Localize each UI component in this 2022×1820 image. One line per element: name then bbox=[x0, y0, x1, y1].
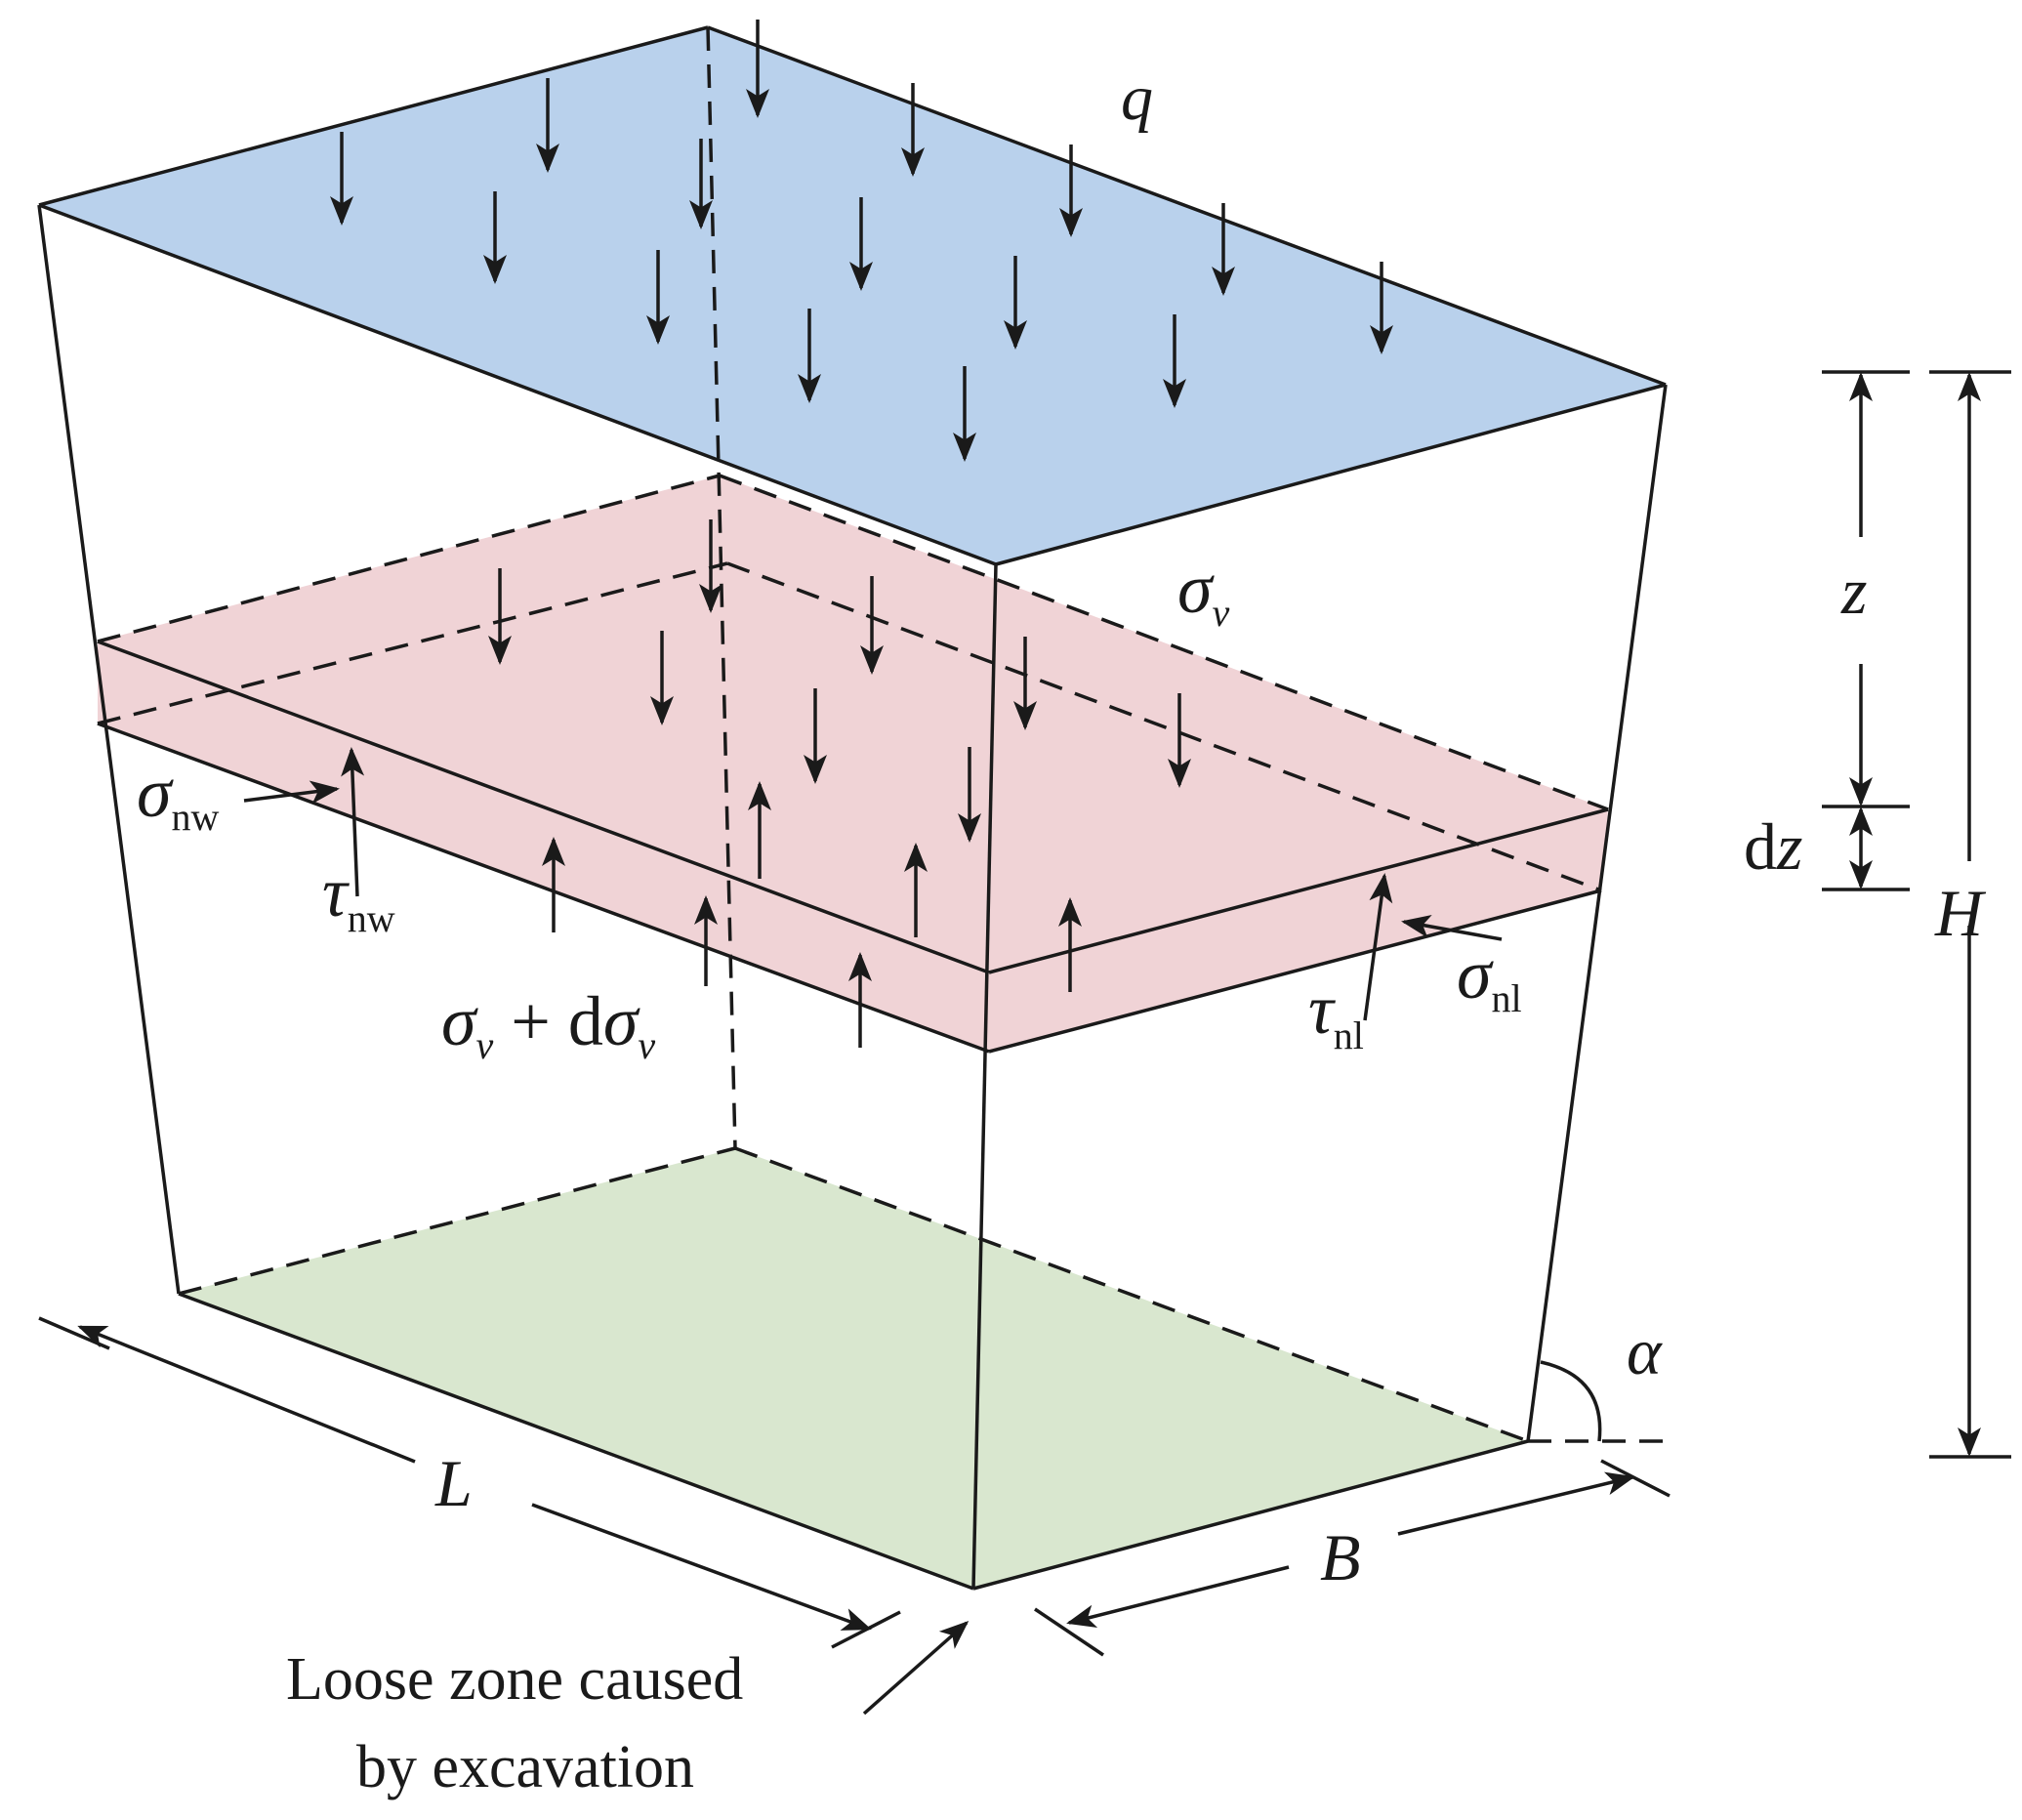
top-face bbox=[39, 27, 1666, 564]
stress-slice-right-band bbox=[989, 809, 1608, 1052]
surcharge-load-arrows bbox=[330, 20, 1393, 462]
stress-slice-top-face bbox=[98, 476, 1608, 972]
vertical-stress-arrows-up bbox=[542, 781, 1082, 1048]
wall-stress-arrows bbox=[243, 747, 1503, 1021]
label-H: H bbox=[1934, 876, 1987, 950]
label-tau-nl: τnl bbox=[1308, 971, 1364, 1057]
dimension-lines bbox=[38, 370, 2011, 1716]
caption-line1: Loose zone caused bbox=[286, 1646, 743, 1713]
caption-line2: by excavation bbox=[356, 1734, 694, 1800]
label-alpha: α bbox=[1627, 1314, 1663, 1388]
label-q: q bbox=[1121, 62, 1153, 134]
labels: q σv σnw τnw σv + dσv τnl σnl z dz H α L… bbox=[137, 62, 1987, 1800]
label-dz: dz bbox=[1744, 809, 1802, 884]
label-L: L bbox=[434, 1446, 473, 1520]
label-B: B bbox=[1320, 1520, 1361, 1594]
label-tau-nw: τnw bbox=[322, 853, 395, 940]
bottom-face bbox=[179, 1148, 1528, 1589]
label-sigma-nl: σnl bbox=[1457, 935, 1522, 1020]
vertical-stress-arrows-down bbox=[488, 519, 1191, 843]
visible-edges bbox=[37, 25, 1668, 1591]
label-sigma-v-plus-dsigma-v: σv + dσv bbox=[441, 982, 655, 1067]
label-sigma-nw: σnw bbox=[137, 754, 220, 839]
label-z: z bbox=[1840, 554, 1867, 628]
label-sigma-v: σv bbox=[1177, 550, 1230, 635]
